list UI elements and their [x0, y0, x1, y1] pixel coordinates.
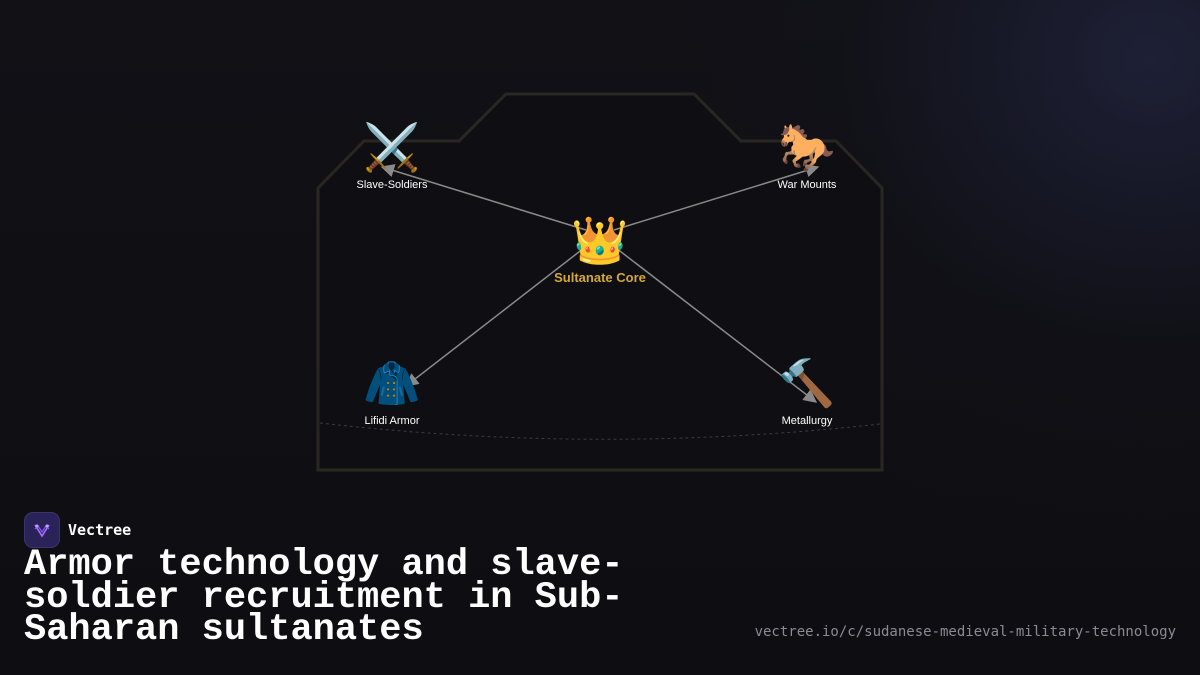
horse-icon: 🐎 [778, 120, 835, 174]
brand[interactable]: Vectree [24, 512, 131, 548]
core-label: Sultanate Core [554, 270, 646, 285]
page-url[interactable]: vectree.io/c/sudanese-medieval-military-… [754, 624, 1176, 640]
node-war-mounts[interactable]: 🐎 War Mounts [778, 120, 837, 191]
page-title: Armor technology and slave-soldier recru… [24, 544, 624, 651]
node-label-metallurgy: Metallurgy [782, 415, 833, 427]
node-metallurgy[interactable]: 🔨 Metallurgy [778, 356, 835, 427]
edge-to-slave-soldiers [380, 164, 587, 231]
edges-layer [380, 164, 820, 403]
crown-icon: 👑 [571, 213, 628, 267]
edge-to-metallurgy [615, 247, 818, 403]
diagram-frame [316, 92, 884, 472]
brand-name: Vectree [68, 521, 132, 539]
node-slave-soldiers[interactable]: ⚔️ Slave-Soldiers [357, 120, 428, 191]
crossed-swords-icon: ⚔️ [363, 120, 420, 174]
edge-to-war-mounts [613, 164, 820, 231]
vectree-logo-icon [24, 512, 60, 548]
padded-coat-icon: 🧥 [363, 356, 420, 410]
frame-curve [319, 422, 881, 440]
hammer-icon: 🔨 [778, 356, 835, 410]
node-label-war-mounts: War Mounts [778, 179, 837, 191]
node-label-slave-soldiers: Slave-Soldiers [357, 179, 428, 191]
edge-to-lifidi-armor [404, 247, 585, 387]
node-lifidi-armor[interactable]: 🧥 Lifidi Armor [363, 356, 420, 427]
node-label-lifidi-armor: Lifidi Armor [364, 415, 419, 427]
core-node[interactable]: 👑 Sultanate Core [554, 213, 646, 285]
